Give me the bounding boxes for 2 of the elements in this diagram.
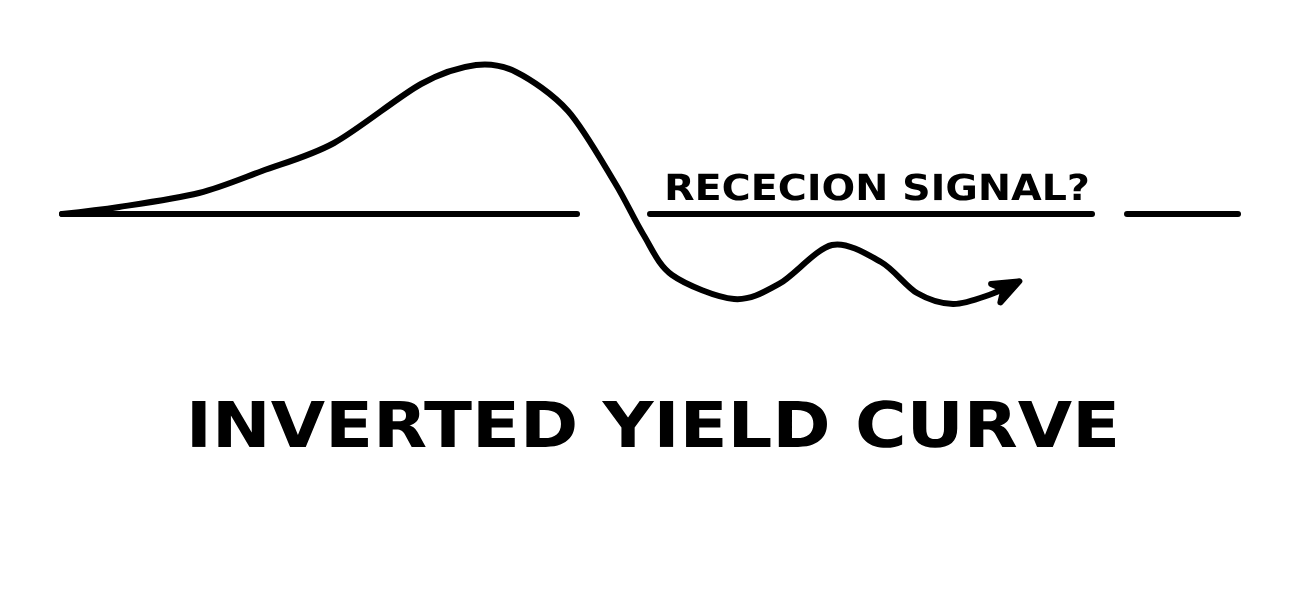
annotation-text: RECECION SIGNAL? bbox=[667, 173, 1088, 201]
heading: INVERTED YIELD CURVE bbox=[192, 400, 1115, 448]
